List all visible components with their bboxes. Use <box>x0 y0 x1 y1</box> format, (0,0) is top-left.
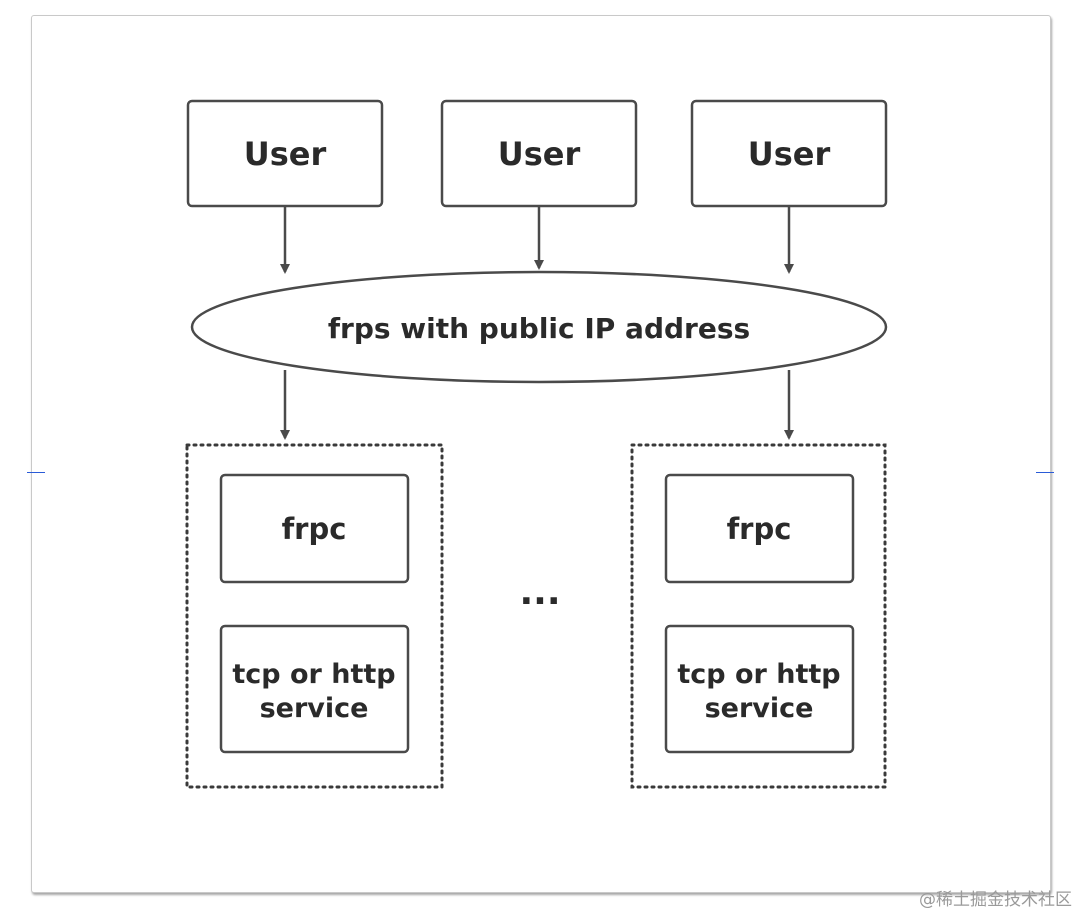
user-label-1: User <box>244 135 327 173</box>
service-label-2-line1: tcp or http <box>677 659 840 690</box>
frpc-node-2: frpc <box>664 473 855 584</box>
frpc-node-1: frpc <box>219 473 410 584</box>
client-group-1: frpc tcp or http service <box>185 443 444 789</box>
service-label-2-line2: service <box>705 693 814 724</box>
user-node-1: User <box>186 99 384 208</box>
service-node-1: tcp or http service <box>219 624 410 754</box>
service-label-1-line1: tcp or http <box>232 659 395 690</box>
right-edge-marker <box>1036 472 1054 473</box>
service-node-2: tcp or http service <box>664 624 855 754</box>
frps-server-node: frps with public IP address <box>190 270 888 384</box>
more-clients-ellipsis: ... <box>519 572 560 613</box>
service-label-1-line2: service <box>260 693 369 724</box>
user-node-2: User <box>440 99 638 208</box>
client-group-2: frpc tcp or http service <box>630 443 887 789</box>
user-label-2: User <box>498 135 581 173</box>
user-label-3: User <box>748 135 831 173</box>
watermark-text: @稀土掘金技术社区 <box>919 890 1072 910</box>
user-node-3: User <box>690 99 888 208</box>
frpc-label-2: frpc <box>727 512 792 546</box>
frps-label: frps with public IP address <box>328 312 750 345</box>
left-edge-marker <box>27 472 45 473</box>
frpc-label-1: frpc <box>282 512 347 546</box>
